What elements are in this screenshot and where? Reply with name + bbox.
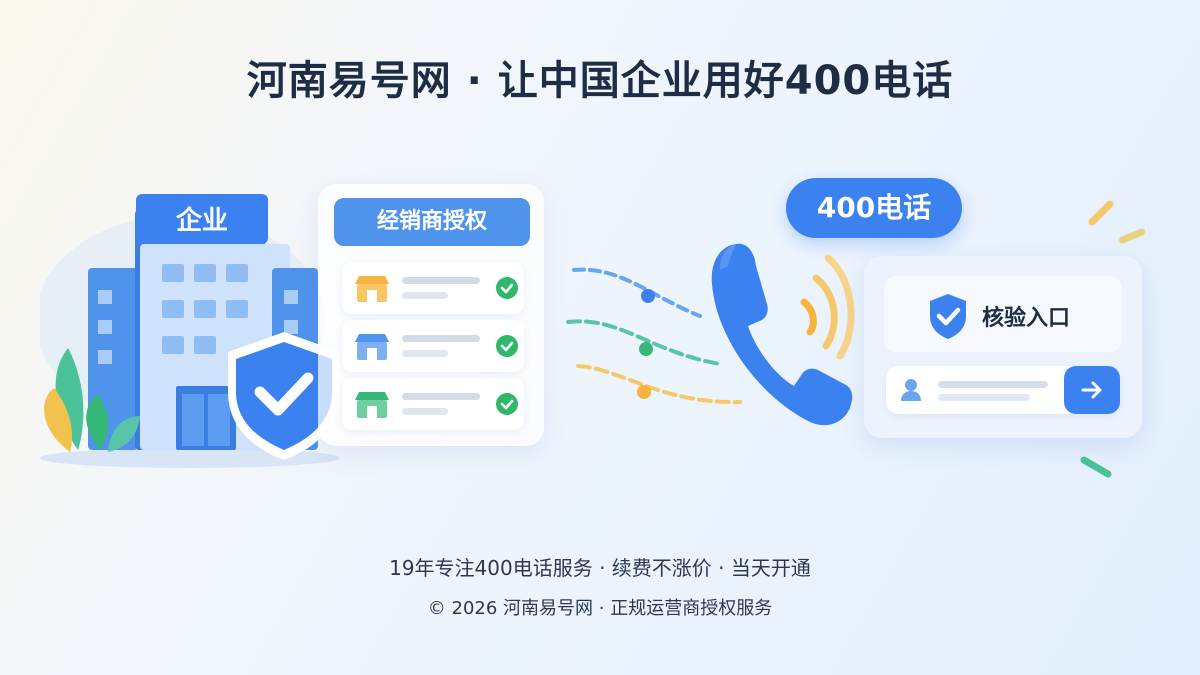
dealer-card-header: 经销商授权 bbox=[334, 198, 530, 246]
store-icon bbox=[355, 334, 389, 360]
connection-lines bbox=[566, 267, 742, 405]
phone-icon bbox=[711, 243, 855, 426]
enterprise-label: 企业 bbox=[175, 206, 228, 236]
phone-400-badge: 400电话 bbox=[786, 178, 962, 238]
dealer-authorization-card: 经销商授权 bbox=[318, 184, 544, 446]
footer-copyright: © 2026 河南易号网 · 正规运营商授权服务 bbox=[427, 598, 773, 619]
store-icon bbox=[355, 276, 389, 302]
arrow-right-icon bbox=[1081, 381, 1102, 399]
placeholder-line bbox=[402, 335, 480, 342]
check-circle-icon bbox=[496, 393, 518, 415]
verification-entry-label: 核验入口 bbox=[982, 306, 1071, 331]
verification-card: 核验入口 bbox=[864, 256, 1142, 438]
placeholder-line bbox=[938, 394, 1030, 401]
placeholder-line bbox=[938, 381, 1048, 388]
footer-tagline: 19年专注400电话服务 · 续费不涨价 · 当天开通 bbox=[389, 556, 811, 580]
dealer-row bbox=[342, 262, 524, 314]
dealer-row bbox=[342, 378, 524, 430]
decorative-sparkles bbox=[1088, 200, 1146, 244]
page-title: 河南易号网 · 让中国企业用好400电话 bbox=[246, 58, 954, 104]
dealer-row bbox=[342, 320, 524, 372]
enterprise-building-illustration bbox=[40, 194, 340, 468]
user-icon bbox=[901, 379, 921, 401]
check-circle-icon bbox=[496, 277, 518, 299]
verification-input[interactable] bbox=[886, 366, 1120, 414]
placeholder-line bbox=[402, 393, 480, 400]
submit-button[interactable] bbox=[1064, 366, 1120, 414]
placeholder-line bbox=[402, 277, 480, 284]
check-circle-icon bbox=[496, 335, 518, 357]
shield-check-icon bbox=[930, 294, 966, 339]
decorative-sparkle bbox=[1080, 456, 1112, 478]
verification-header bbox=[884, 276, 1122, 352]
store-icon bbox=[355, 392, 389, 418]
placeholder-line bbox=[402, 408, 448, 415]
placeholder-line bbox=[402, 350, 448, 357]
placeholder-line bbox=[402, 292, 448, 299]
